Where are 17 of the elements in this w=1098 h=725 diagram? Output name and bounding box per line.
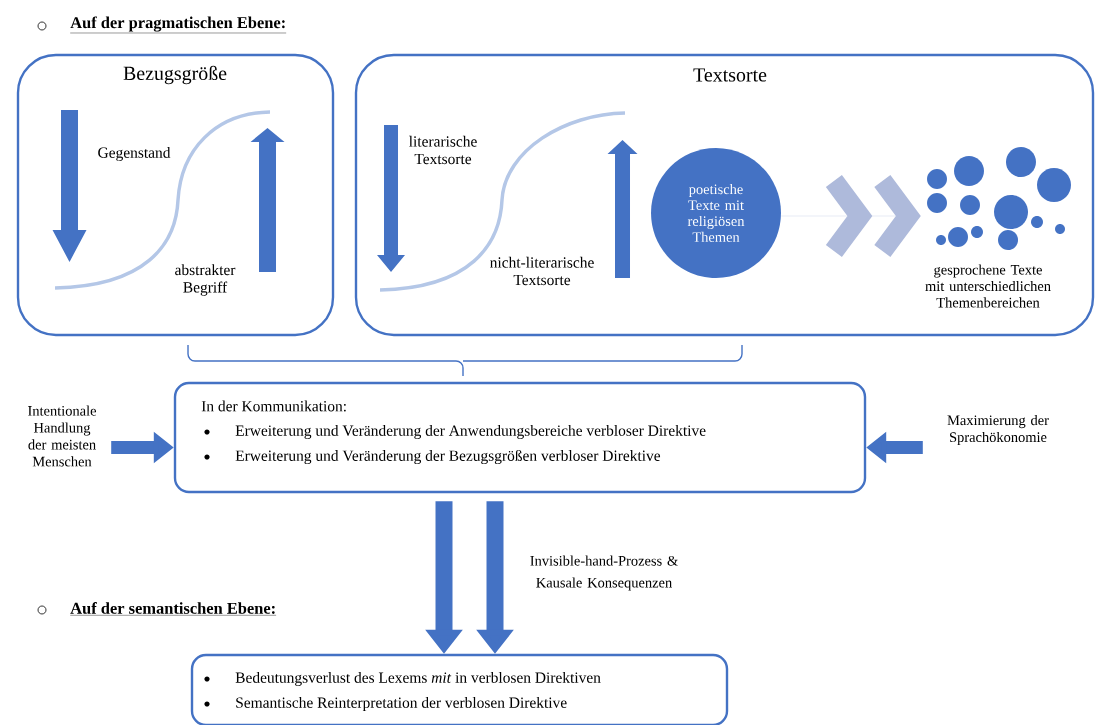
box-heading: Bezugsgröße [123,65,227,85]
arrow-caption: Gegenstand [98,146,171,161]
side-note: Intentionale Handlung der meisten Menschen [28,405,96,467]
arrow-caption: nicht-literarische Textsorte [490,256,594,286]
box-heading: In der Kommunikation: [201,400,346,412]
box-heading: Textsorte [693,68,767,82]
list-item: Erweiterung und Veränderung der Bezugsgrößen verbloser Direktive [235,449,661,465]
edge-label: Invisible-hand-Prozess & Kausale Konsequenzen [530,555,678,591]
list-item: Semantische Reinterpretation der verblosen Direktive [236,697,567,711]
list-item: Bedeutungsverlust des Lexems mit in verblosen Direktiven [235,671,601,686]
cluster-caption: gesprochene Texte mit unterschiedlichen Themenbereichen [925,264,1051,308]
section-heading: Auf der pragmatischen Ebene: [70,16,287,34]
section-heading: Auf der semantischen Ebene: [70,602,277,616]
list-item: Erweiterung und Veränderung der Anwendungsbereiche verbloser Direktive [235,424,706,439]
arrow-caption: abstrakter Begriff [175,264,236,296]
side-note: Maximierung der Sprachökonomie [947,414,1049,445]
arrow-caption: literarische Textsorte [409,135,477,165]
